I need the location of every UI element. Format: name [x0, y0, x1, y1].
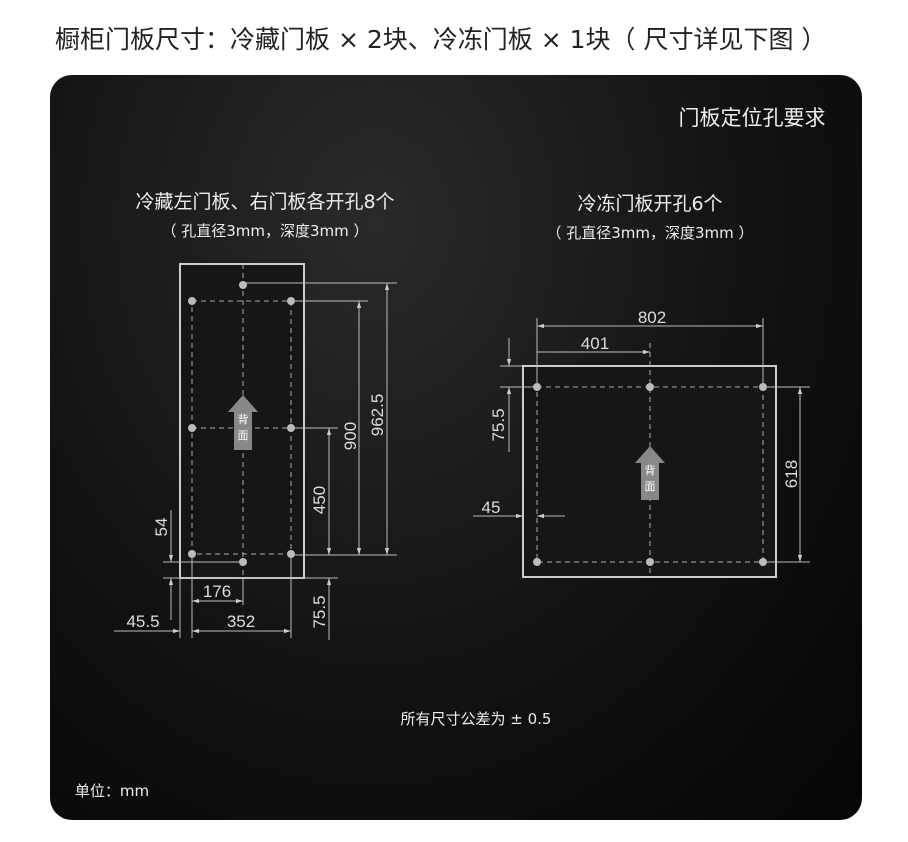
dimension-labels: 962.5 900 450 75.5 54 176 352 45.5 802 4… [126, 308, 801, 631]
svg-text:962.5: 962.5 [368, 394, 387, 437]
right-heading: 冷冻门板开孔6个 [577, 193, 723, 215]
mounting-holes [188, 281, 767, 566]
svg-text:45.5: 45.5 [126, 612, 159, 631]
left-heading: 冷藏左门板、右门板各开孔8个 [135, 191, 395, 213]
svg-text:352: 352 [227, 612, 255, 631]
svg-text:背: 背 [645, 463, 656, 477]
svg-text:75.5: 75.5 [310, 595, 329, 628]
tolerance-note: 所有尺寸公差为 ± 0.5 [400, 710, 552, 728]
svg-text:450: 450 [310, 486, 329, 514]
svg-text:面: 面 [645, 481, 656, 493]
svg-text:618: 618 [782, 460, 801, 488]
svg-text:802: 802 [638, 308, 666, 327]
svg-text:401: 401 [581, 334, 609, 353]
left-note: （ 孔直径3mm，深度3mm ） [161, 222, 369, 240]
svg-text:176: 176 [203, 582, 231, 601]
svg-text:面: 面 [238, 430, 249, 442]
svg-text:900: 900 [341, 422, 360, 450]
back-arrow-icon: 背 面 [635, 446, 665, 500]
svg-text:75.5: 75.5 [489, 408, 508, 441]
svg-text:背: 背 [238, 412, 249, 426]
back-arrow-icon: 背 面 [228, 395, 258, 450]
right-note: （ 孔直径3mm，深度3mm ） [546, 224, 754, 242]
section-title: 门板定位孔要求 [678, 106, 826, 130]
page-title: 橱柜门板尺寸：冷藏门板 × 2块、冷冻门板 × 1块（ 尺寸详见下图 ） [55, 25, 827, 54]
svg-text:45: 45 [482, 498, 501, 517]
unit-label: 单位：mm [74, 782, 150, 800]
svg-text:54: 54 [152, 518, 171, 537]
